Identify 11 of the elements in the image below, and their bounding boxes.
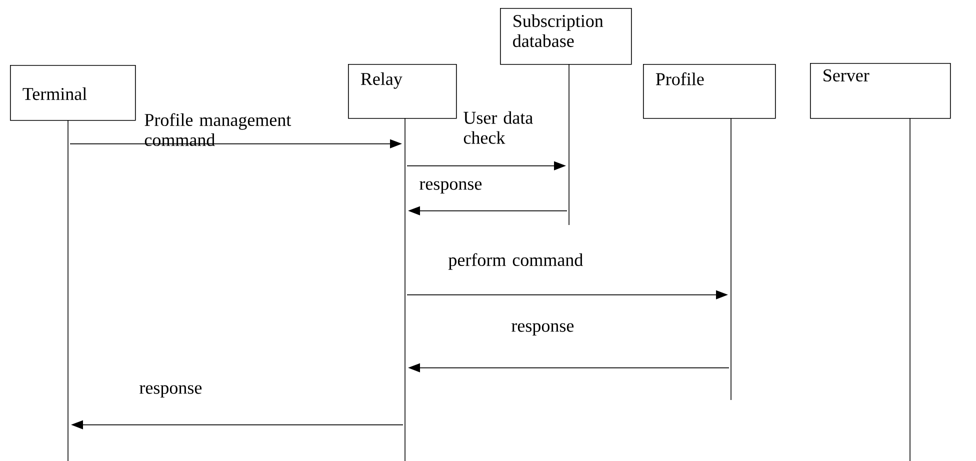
participant-box: Relay (348, 64, 457, 119)
participant-box: Server (810, 63, 951, 119)
participant-box: Subscription database (500, 8, 632, 65)
edge-label: response (140, 385, 202, 398)
edge-label: perform command (448, 253, 583, 270)
edge-label: response (420, 181, 482, 194)
participant-box: Terminal (10, 65, 136, 121)
participant-box: Profile (643, 64, 776, 119)
edge-label: Profile management command (144, 113, 292, 146)
edge-label: response (512, 323, 574, 336)
edge-label: User data check (464, 111, 533, 144)
